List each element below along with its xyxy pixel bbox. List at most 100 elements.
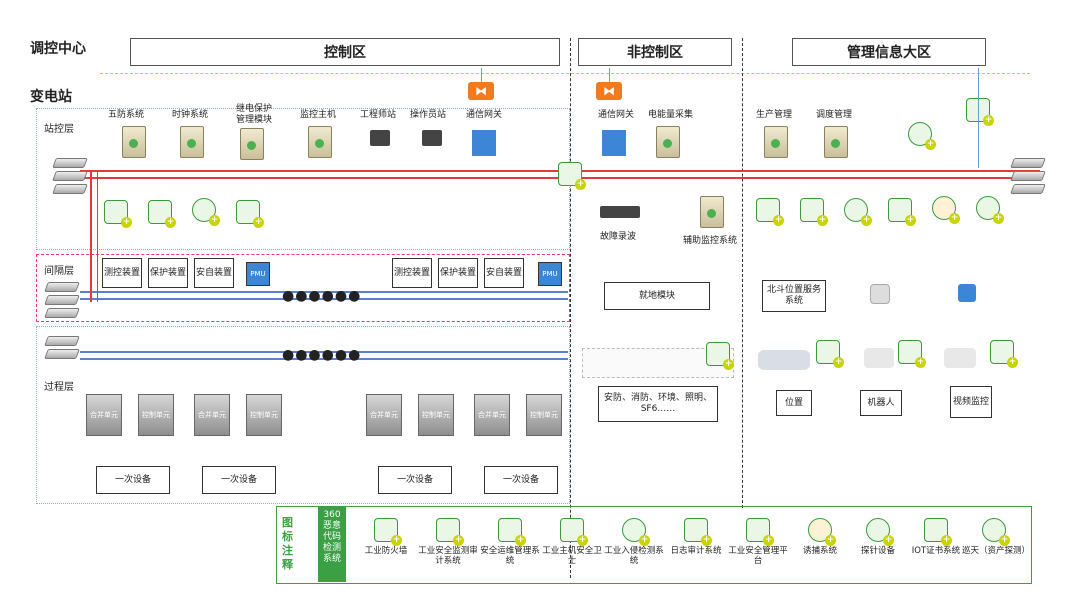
iot-cert-icon	[816, 340, 844, 368]
management-platform-icon	[746, 518, 774, 546]
legend-item: 工业安全管理平台	[726, 518, 790, 566]
pmu-box: PMU	[246, 262, 270, 286]
bay-switch-2	[44, 295, 80, 305]
server-icon	[122, 126, 146, 158]
primary-equipment-box: 一次设备	[96, 466, 170, 494]
station-switch	[52, 158, 88, 168]
station-device-label: 通信网关	[598, 110, 635, 120]
bay-bus-blue-1	[80, 291, 568, 293]
legend-item: 探针设备	[846, 518, 910, 556]
ops-management-icon	[498, 518, 526, 546]
red-vertical-link	[90, 172, 92, 302]
iot-cert-icon	[706, 342, 734, 370]
log-audit-icon	[684, 518, 712, 546]
noncontrol-device-label: 故障录波	[600, 232, 637, 242]
primary-equipment-box: 一次设备	[484, 466, 558, 494]
station-device-label: 继电保护管理模块	[235, 104, 272, 125]
legend-item: 工业防火墙	[354, 518, 418, 556]
firewall-icon	[374, 518, 402, 546]
process-unit: 合并单元	[474, 394, 510, 436]
zone-separator-left	[570, 38, 571, 578]
server-icon	[656, 126, 680, 158]
station-layer-label: 站控层	[44, 124, 74, 135]
legend-item: 巡天（资产探测）	[962, 518, 1030, 556]
red-vertical-link-2	[97, 172, 98, 302]
firewall-icon	[558, 162, 586, 190]
bay-ellipsis: ●●●●●●	[282, 288, 362, 304]
station-device-label: 监控主机	[300, 110, 337, 120]
process-layer-label: 过程层	[44, 382, 74, 393]
bay-device-box: 安自装置	[194, 258, 234, 288]
bay-device-box: 保护装置	[148, 258, 188, 288]
bay-layer-label: 间隔层	[44, 266, 74, 277]
process-unit: 合并单元	[86, 394, 122, 436]
mgmt-switch	[1010, 158, 1046, 168]
process-unit: 合并单元	[194, 394, 230, 436]
uplink-arrow	[609, 68, 610, 82]
firewall-icon	[104, 200, 132, 228]
bay-switch	[44, 282, 80, 292]
primary-equipment-box: 一次设备	[378, 466, 452, 494]
honeypot-icon	[808, 518, 836, 546]
station-switch-2	[52, 171, 88, 181]
host-guard-icon	[560, 518, 588, 546]
substation-heading: 变电站	[30, 89, 72, 105]
bay-device-box: 安自装置	[484, 258, 524, 288]
log-audit-icon	[148, 200, 176, 228]
noncontrol-zone-title: 非控制区	[578, 38, 732, 66]
server-icon	[824, 126, 848, 158]
legend-item: 日志审计系统	[664, 518, 728, 556]
process-layer-region	[36, 326, 570, 504]
log-audit-icon	[800, 198, 828, 226]
station-switch-3	[52, 184, 88, 194]
server-icon	[764, 126, 788, 158]
workstation-icon	[422, 130, 442, 146]
process-unit: 控制单元	[138, 394, 174, 436]
station-device-label: 时钟系统	[172, 110, 209, 120]
intrusion-detection-icon	[622, 518, 650, 546]
station-device-label: 生产管理	[756, 110, 793, 120]
server-rack-icon	[958, 284, 976, 302]
legend-brand: 360恶意代码检测系统	[318, 506, 346, 582]
process-switch-2	[44, 349, 80, 359]
gps-devices-icon	[758, 350, 810, 370]
process-unit: 控制单元	[526, 394, 562, 436]
uplink-arrow	[481, 68, 482, 82]
bay-device-box: 测控装置	[392, 258, 432, 288]
iot-cert-icon	[898, 340, 926, 368]
pmu-box: PMU	[538, 262, 562, 286]
legend-panel	[276, 506, 1032, 584]
station-device-label: 通信网关	[466, 110, 503, 120]
probe-icon	[976, 196, 1004, 224]
station-device-label: 电能量采集	[648, 110, 694, 120]
beidou-box: 北斗位置服务系统	[762, 280, 826, 312]
bay-layer-region	[36, 254, 570, 322]
robot-device-icon	[864, 348, 894, 368]
position-box: 位置	[776, 390, 812, 416]
robot-icon	[870, 284, 890, 304]
management-platform-icon	[888, 198, 916, 226]
station-device-label: 调度管理	[816, 110, 853, 120]
process-ellipsis: ●●●●●●	[282, 347, 362, 363]
recorder-icon	[600, 206, 640, 218]
monitor-audit-icon	[436, 518, 464, 546]
legend-item: 工业安全监测审计系统	[416, 518, 480, 566]
process-bus-blue-1	[80, 351, 568, 353]
dispatch-center-heading: 调控中心	[30, 41, 86, 57]
station-device-label: 五防系统	[108, 110, 145, 120]
legend-item: 工业主机安全卫士	[540, 518, 604, 566]
server-icon	[308, 126, 332, 158]
legend-title: 图标注释	[282, 516, 293, 571]
intrusion-detection-icon	[844, 198, 872, 226]
probe-icon	[866, 518, 894, 546]
process-bus-blue-2	[80, 358, 568, 360]
asset-scan-icon	[982, 518, 1010, 546]
server-icon	[180, 126, 204, 158]
noncontrol-device-label: 辅助监控系统	[682, 236, 737, 246]
dispatch-dashed-line	[100, 73, 1030, 74]
workstation-icon	[370, 130, 390, 146]
bay-bus-blue-2	[80, 298, 568, 300]
control-zone-title: 控制区	[130, 38, 560, 66]
server-icon	[240, 128, 264, 160]
legend-item: 安全运维管理系统	[478, 518, 542, 566]
